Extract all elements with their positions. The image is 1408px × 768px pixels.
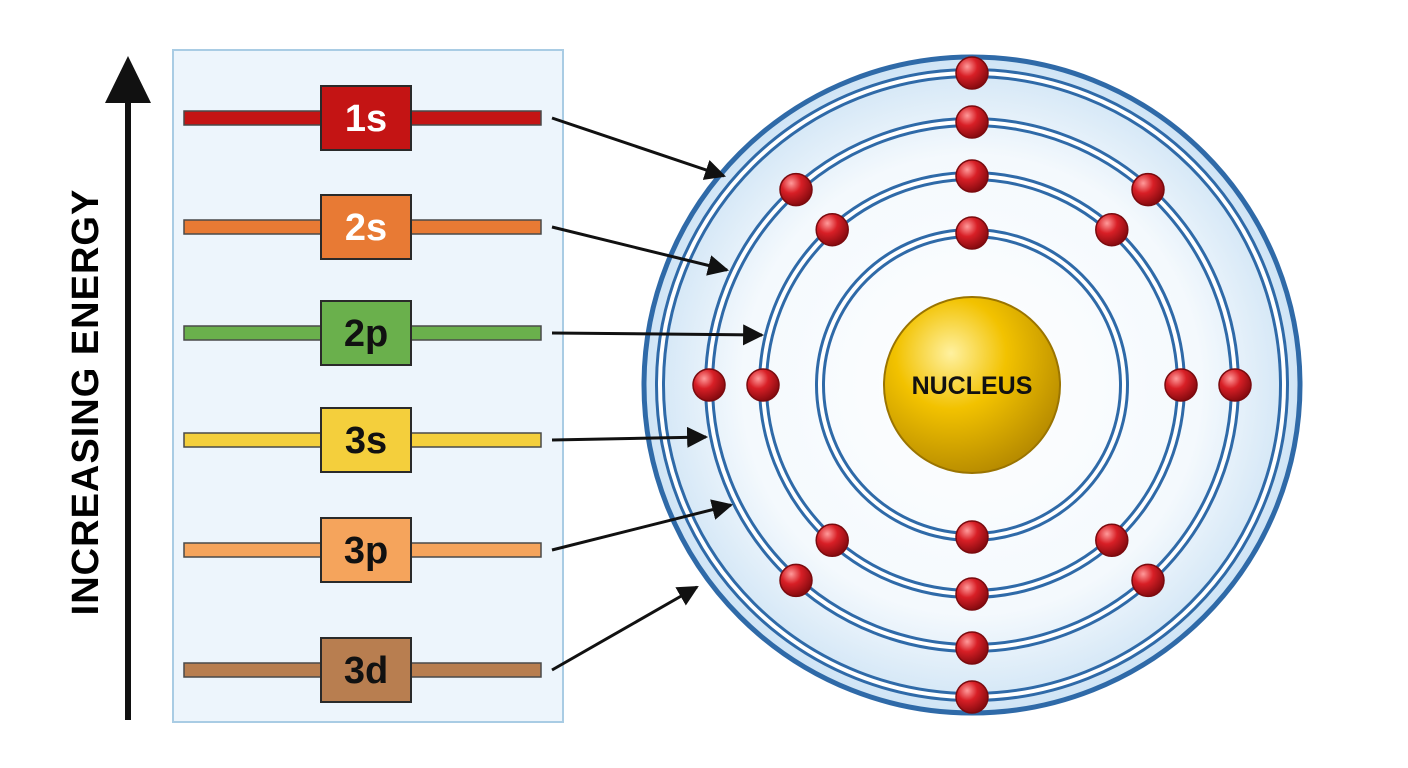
energy-level-box <box>320 407 412 473</box>
electron <box>692 368 726 402</box>
arrow-3d <box>551 585 699 672</box>
energy-level-label: 1s <box>345 98 387 140</box>
arrow-3p <box>551 499 734 552</box>
energy-levels: 1s 2s 2p 3s 3p 3d <box>183 85 542 703</box>
energy-level-box <box>320 517 412 583</box>
energy-level-box <box>320 637 412 703</box>
shell-2-electrons <box>746 159 1198 611</box>
arrow-2p <box>551 324 765 346</box>
nucleus <box>883 296 1061 474</box>
arrow-3s <box>551 426 709 448</box>
electron <box>746 368 780 402</box>
energy-level-3s: 3s <box>183 407 542 473</box>
electron <box>955 520 989 554</box>
electron <box>1095 523 1129 558</box>
energy-level-label: 2s <box>345 207 387 249</box>
electron <box>955 105 989 139</box>
electron <box>779 172 813 207</box>
electron <box>1218 368 1252 402</box>
electron <box>955 631 989 665</box>
arrow-1s <box>551 116 726 180</box>
electron <box>1131 172 1165 207</box>
energy-level-label: 3s <box>345 420 387 462</box>
energy-level-label: 3d <box>344 650 388 692</box>
energy-level-3p: 3p <box>183 517 542 583</box>
nucleus-label: NUCLEUS <box>912 372 1033 400</box>
electron <box>1164 368 1198 402</box>
levels-panel <box>172 49 564 723</box>
energy-level-2s: 2s <box>183 194 542 260</box>
arrow-2s <box>551 225 730 276</box>
atom-model: NUCLEUS <box>641 54 1303 716</box>
shell-4-electrons <box>955 56 989 714</box>
electron <box>955 159 989 193</box>
electron <box>955 56 989 90</box>
electron <box>815 212 849 247</box>
energy-level-label: 3p <box>344 530 388 572</box>
electron <box>779 563 813 598</box>
energy-axis: INCREASING ENERGY <box>65 56 151 720</box>
electron <box>1131 563 1165 598</box>
energy-level-3d: 3d <box>183 637 542 703</box>
energy-level-box <box>320 194 412 260</box>
energy-level-2p: 2p <box>183 300 542 366</box>
electron <box>955 216 989 250</box>
electron <box>815 523 849 558</box>
energy-level-1s: 1s <box>183 85 542 151</box>
energy-axis-label: INCREASING ENERGY <box>65 189 107 616</box>
energy-level-box <box>320 300 412 366</box>
shell-1-electrons <box>955 216 989 554</box>
electron <box>955 577 989 611</box>
shell-3-electrons <box>692 105 1252 665</box>
energy-level-box <box>320 85 412 151</box>
energy-axis-arrowhead <box>105 56 151 103</box>
electron <box>1095 212 1129 247</box>
energy-level-label: 2p <box>344 313 388 355</box>
connector-arrows <box>551 116 765 672</box>
electron <box>955 680 989 714</box>
